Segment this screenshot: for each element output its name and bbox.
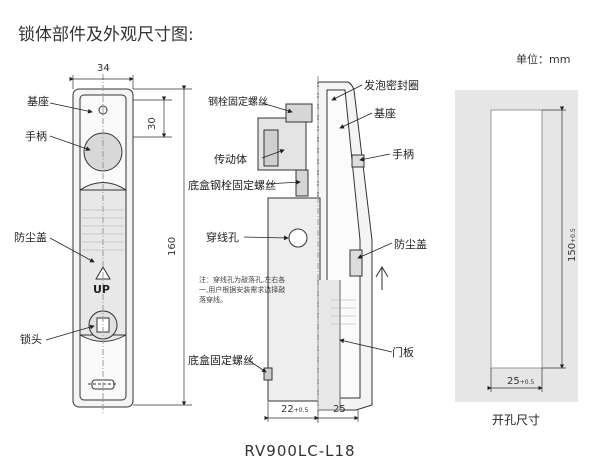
door-panel-shape <box>317 280 341 411</box>
side-dim-left-main: 22 <box>281 404 294 415</box>
cutout-view <box>455 90 578 402</box>
up-text: UP <box>93 283 110 296</box>
cutout-width-dim: 25+0.5 <box>507 377 534 387</box>
front-label-dust-cover: 防尘盖 <box>14 231 47 244</box>
front-view <box>72 74 134 415</box>
cutout-width-tolerance: +0.5 <box>519 379 535 386</box>
cutout-width-main: 25 <box>507 376 520 387</box>
cutout-height-dim: 150+0.5 <box>567 228 578 262</box>
side-label-wire-hole: 穿线孔 <box>206 231 239 244</box>
side-wire-hole <box>288 228 308 248</box>
cutout-dimensions <box>487 106 566 392</box>
front-height-dim: 160 <box>167 236 178 256</box>
side-label-handle: 手柄 <box>392 148 414 161</box>
side-dim-left-tolerance: +0.5 <box>293 407 309 414</box>
side-dim-left: 22+0.5 <box>281 405 308 415</box>
cutout-hole <box>490 109 543 369</box>
front-top-dim: 30 <box>147 117 158 130</box>
unit-label: 单位：mm <box>516 53 571 66</box>
front-label-handle: 手柄 <box>25 130 47 143</box>
front-leaders <box>45 102 95 341</box>
side-label-steel-bolt-screw: 钢栓固定螺丝 <box>208 97 268 108</box>
cutout-height-tolerance: +0.5 <box>570 228 577 243</box>
front-dimensions <box>69 75 192 406</box>
side-label-box-bolt-screw: 底盒钢栓固定螺丝 <box>188 179 276 192</box>
front-ribs <box>82 209 124 251</box>
front-label-lock-head: 锁头 <box>20 333 42 346</box>
side-ribs <box>331 299 356 325</box>
side-dimensions <box>264 402 359 422</box>
cutout-height-main: 150 <box>567 242 578 262</box>
side-view <box>257 76 389 425</box>
side-label-base: 基座 <box>374 107 396 120</box>
side-label-box-screw: 底盒固定螺丝 <box>188 354 254 367</box>
side-leaders <box>243 84 393 373</box>
page-title: 锁体部件及外观尺寸图: <box>18 25 194 45</box>
wire-hole-note: 注：穿线孔为敲落孔,左右各一,用户根据安装需求选择敲落穿线。 <box>199 276 286 304</box>
side-label-dust-cover: 防尘盖 <box>394 238 427 251</box>
side-label-door-panel: 门板 <box>392 346 414 359</box>
cutout-caption: 开孔尺寸 <box>492 413 541 427</box>
front-width-dim: 34 <box>97 63 110 74</box>
side-label-transmission: 传动体 <box>214 153 247 166</box>
model-number: RV900LC-L18 <box>244 442 356 460</box>
front-label-base: 基座 <box>27 95 49 108</box>
side-label-foam-seal: 发泡密封圈 <box>364 79 419 92</box>
side-dim-right: 25 <box>333 404 346 415</box>
side-up-arrow-icon <box>375 266 389 290</box>
